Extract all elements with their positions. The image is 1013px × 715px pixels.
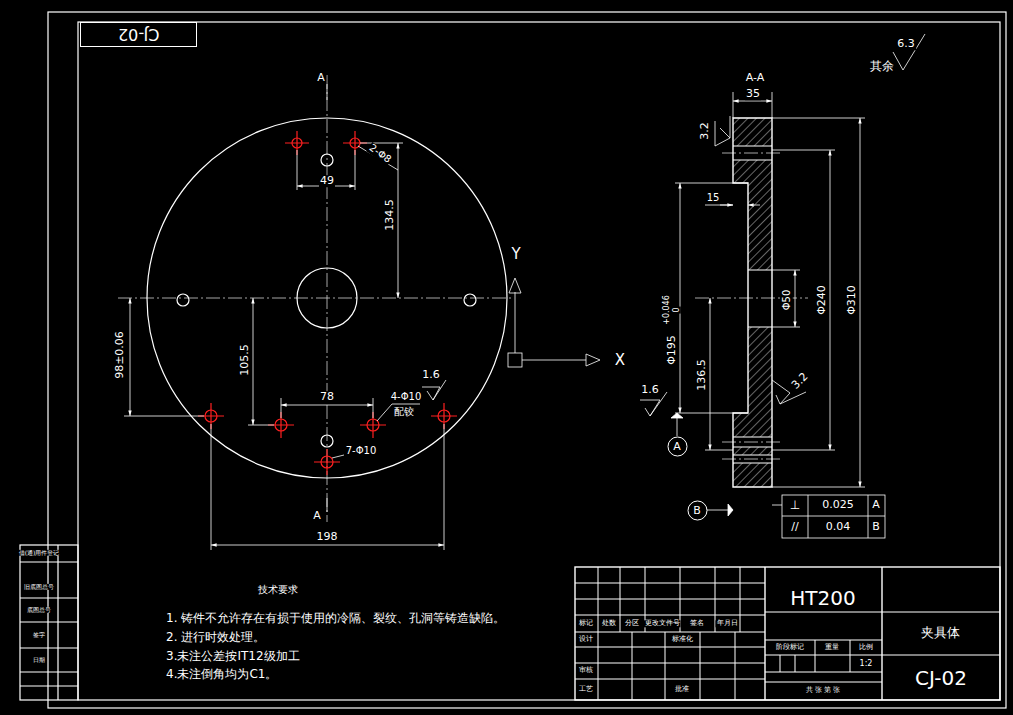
table-cell: 标准化 [671,636,694,643]
center-line [118,75,808,522]
dimension-text: Φ310 [846,284,858,316]
table-cell: 日期 [32,657,46,663]
table-cell: 比例 [858,644,874,651]
section-title: A-A [745,72,766,84]
tolerance-cell: B [871,521,881,533]
dimension-text: Φ195 [666,334,678,366]
node-text: CJ-02 [118,25,159,44]
dimension-text: 35 [745,88,761,100]
roughness-value: 3.2 [789,370,811,392]
dimension-text: 15 [706,193,721,204]
table-cell: 阶段标记 [775,644,805,651]
dimension-text: 134.5 [384,198,396,232]
section-mark: A [312,510,322,522]
dimension-text: Φ240 [816,284,828,316]
dimension-text: 105.5 [239,343,251,377]
tolerance-text: +0.046 [663,294,671,326]
datum-circle: A [667,436,688,457]
tolerance-cell: // [790,521,799,533]
scale: 1:2 [859,660,874,668]
plate-outline [147,118,507,478]
axis-label: X [614,353,626,369]
node-text: A [673,440,681,453]
dimension-text: 98±0.06 [114,330,126,380]
tolerance-text: 0 [673,306,681,313]
table-cell: 批准 [674,686,690,693]
tolerance-cell: 0.025 [821,499,855,511]
roughness-value: 3.2 [699,121,711,141]
table-cell: 更改文件号 [644,620,681,627]
dimension-text: 49 [319,175,335,187]
hole-note: 4-Φ10 [390,392,423,403]
tolerance-cell: A [871,499,881,511]
roughness-value: 1.6 [640,384,660,396]
note-line: 4.未注倒角均为C1。 [165,668,278,681]
table-cell: 旧底图总号 [23,584,55,590]
node-text: B [693,504,701,517]
note-line: 3.未注公差按IT12级加工 [165,650,301,663]
dimension-text: 78 [319,391,335,403]
datum-circle: B [687,500,708,521]
note-line: 2. 进行时效处理。 [165,631,266,644]
hole-note: 2-Φ8 [366,142,393,166]
table-cell: 签字 [32,632,46,638]
table-cell: 处数 [601,620,617,627]
drawing-code-box: CJ-02 [80,22,197,47]
section-mark: A [316,72,326,84]
hole-note: 配铰 [393,407,415,418]
axis-label: Y [510,247,521,263]
note-line: 1. 铸件不允许存在有损于使用的冷隔、裂纹、孔洞等铸造缺陷。 [165,612,506,625]
part-name: 夹具体 [920,626,961,640]
dimension-text: Φ50 [782,289,793,312]
tolerance-cell: ⊥ [789,499,801,512]
title-block [575,567,1000,700]
table-cell: 工艺 [578,686,594,693]
roughness-note: 其余 [869,60,895,73]
dimension-text: 198 [316,531,339,543]
hole-mark [198,131,457,475]
table-cell: 签名 [689,620,705,627]
table-cell: 设计 [578,636,594,643]
dimension-text: 136.5 [696,358,708,392]
section-view [733,118,772,487]
notes-title: 技术要求 [257,585,299,596]
table-cell: 审核 [578,667,594,674]
table-cell: 底图总号 [26,607,52,613]
material: HT200 [789,588,856,609]
dimension-line [124,34,925,550]
hole-note: 7-Φ10 [345,446,378,457]
roughness-value: 6.3 [896,38,916,50]
table-cell: 借(通)用件登记 [18,550,61,556]
table-cell: 重量 [824,644,840,651]
tolerance-cell: 0.04 [825,521,852,533]
table-cell: 共 张 第 张 [805,687,842,694]
table-cell: 分区 [624,620,640,627]
drawing-number: CJ-02 [914,668,968,689]
roughness-value: 1.6 [421,369,441,381]
table-cell: 年月日 [716,620,739,627]
drawing-frame [20,12,1006,708]
table-cell: 标记 [578,620,594,627]
